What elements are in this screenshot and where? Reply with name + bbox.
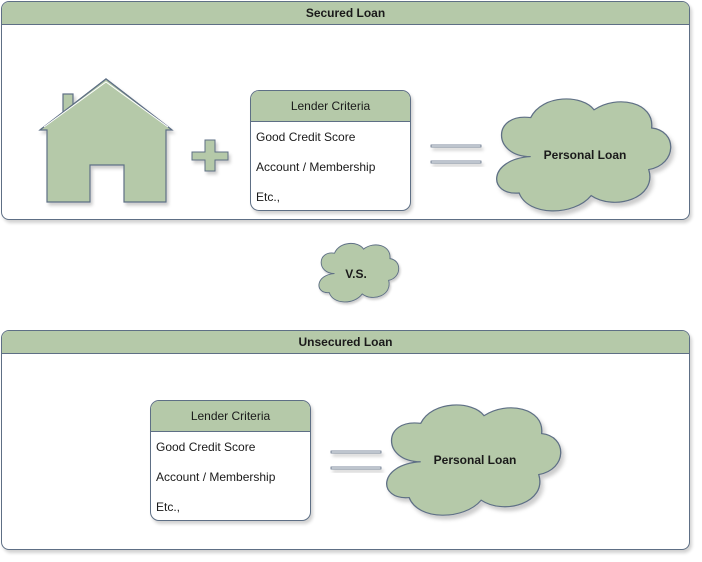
criteria-item: Etc., <box>256 190 281 204</box>
house-icon <box>38 78 174 203</box>
plus-icon <box>191 139 229 172</box>
criteria-item: Account / Membership <box>256 160 376 174</box>
versus-label: V.S. <box>345 267 367 281</box>
lender-criteria-card-secured: Lender Criteria Good Credit Score Accoun… <box>250 90 411 211</box>
secured-loan-title: Secured Loan <box>2 2 689 25</box>
criteria-item: Account / Membership <box>156 470 276 484</box>
personal-loan-label-unsecured: Personal Loan <box>434 453 517 467</box>
criteria-item: Good Credit Score <box>156 440 256 454</box>
unsecured-loan-panel: Unsecured Loan <box>1 330 690 550</box>
unsecured-loan-title: Unsecured Loan <box>2 331 689 354</box>
criteria-item: Etc., <box>156 500 181 514</box>
criteria-item: Good Credit Score <box>256 130 356 144</box>
lender-criteria-header-secured: Lender Criteria <box>251 91 410 122</box>
personal-loan-label-secured: Personal Loan <box>544 148 627 162</box>
equals-icon-unsecured <box>330 450 382 470</box>
lender-criteria-header-unsecured: Lender Criteria <box>151 401 310 432</box>
lender-criteria-card-unsecured: Lender Criteria Good Credit Score Accoun… <box>150 400 311 521</box>
equals-icon-secured <box>430 144 482 164</box>
